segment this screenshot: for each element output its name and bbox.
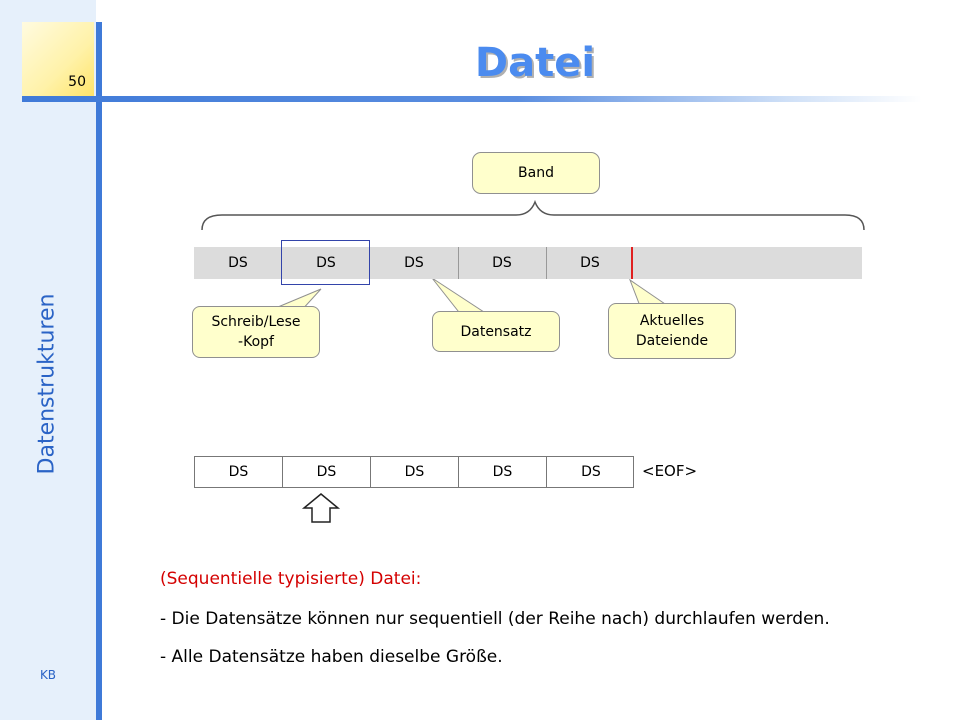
tape-cell: DS (316, 255, 336, 271)
band-label: Band (472, 152, 600, 194)
eof-callout-line1: Aktuelles (639, 313, 705, 329)
tape-cell: DS (580, 255, 600, 271)
head-callout-line1: Schreib/Lese (211, 314, 301, 330)
vertical-accent-line (96, 22, 102, 720)
tape-row: DS DS DS DS DS (194, 247, 862, 279)
tape-cell: DS (228, 255, 248, 271)
page-number: 50 (68, 74, 86, 90)
tape-cell: DS (492, 255, 512, 271)
page-number-box: 50 (22, 22, 94, 96)
file-cell: DS (195, 457, 283, 487)
slide-title: Datei (474, 40, 596, 86)
sidebar (0, 0, 96, 720)
tape-cell: DS (404, 255, 424, 271)
read-write-head-frame (281, 240, 370, 285)
head-callout: Schreib/Lese -Kopf (192, 306, 320, 358)
file-cell: DS (459, 457, 547, 487)
tape-separator (546, 247, 547, 279)
file-row: DS DS DS DS DS (194, 456, 634, 488)
head-callout-line2: -Kopf (238, 334, 274, 350)
file-cell: DS (581, 464, 601, 480)
eof-callout-line2: Dateiende (635, 333, 709, 349)
record-callout-label: Datensatz (460, 323, 532, 340)
text-line-1: - Die Datensätze können nur sequentiell … (160, 609, 830, 629)
horizontal-accent-line (22, 96, 922, 102)
file-cell: DS (283, 457, 371, 487)
eof-marker (631, 247, 633, 279)
band-brace (201, 199, 865, 231)
record-callout: Datensatz (432, 311, 560, 352)
head-arrow-icon (301, 493, 341, 523)
eof-callout: Aktuelles Dateiende (608, 303, 736, 359)
text-heading: (Sequentielle typisierte) Datei: (160, 569, 422, 589)
file-cell: DS (371, 457, 459, 487)
eof-label: <EOF> (642, 462, 698, 480)
author-initials: KB (39, 668, 57, 682)
text-line-2: - Alle Datensätze haben dieselbe Größe. (160, 647, 503, 667)
tape-separator (458, 247, 459, 279)
